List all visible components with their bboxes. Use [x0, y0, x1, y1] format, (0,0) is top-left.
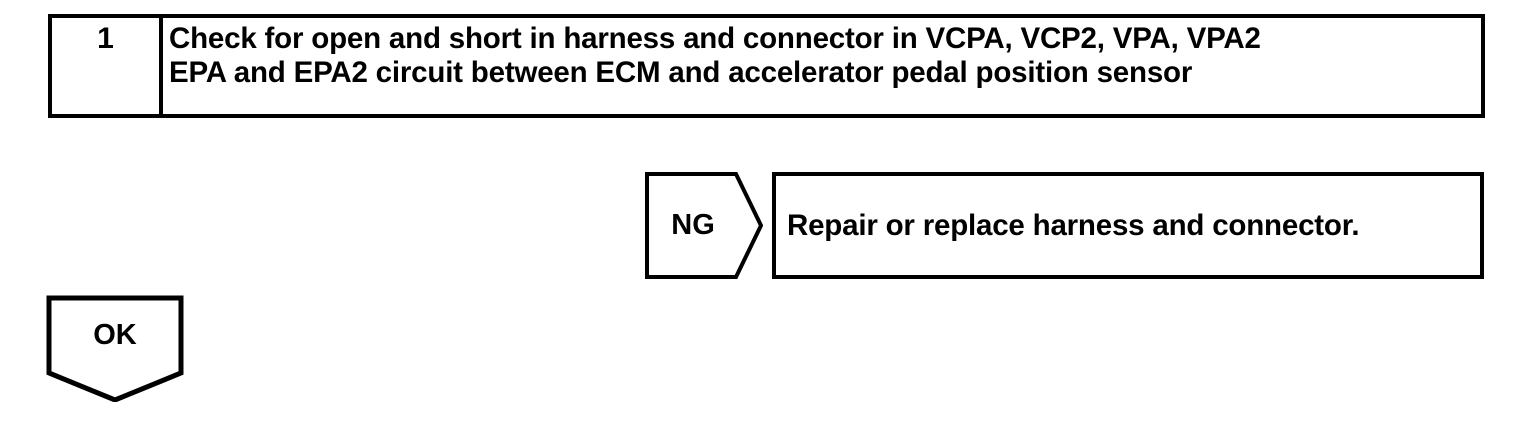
ok-branch-pentagon: OK: [46, 295, 184, 402]
step-number: 1: [97, 22, 114, 55]
step-number-cell: 1: [52, 18, 163, 114]
ng-result-text: Repair or replace harness and connector.: [787, 208, 1360, 242]
step-instruction-line-1: Check for open and short in harness and …: [169, 22, 1261, 55]
ok-branch-label: OK: [93, 318, 137, 351]
ng-result-box: Repair or replace harness and connector.: [772, 172, 1484, 279]
step-instruction-cell: Check for open and short in harness and …: [163, 18, 1481, 114]
ng-branch-pentagon: NG: [645, 172, 763, 279]
pentagon-arrow-down-icon: [46, 295, 184, 402]
diagnostic-step-box: 1 Check for open and short in harness an…: [48, 14, 1485, 118]
pentagon-arrow-right-icon: [645, 172, 763, 279]
ng-branch-label: NG: [671, 209, 715, 241]
step-instruction-line-2: EPA and EPA2 circuit between ECM and acc…: [169, 56, 1193, 89]
